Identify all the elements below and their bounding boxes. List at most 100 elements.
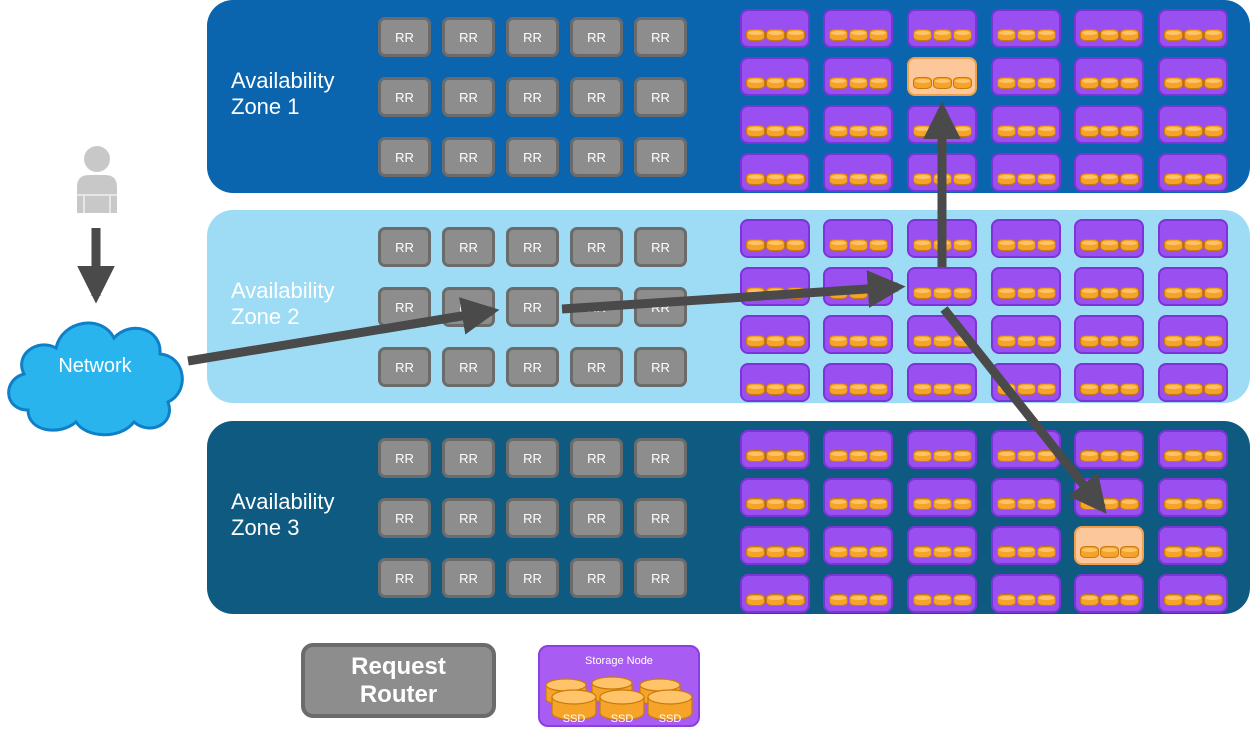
ssd-icon [932,125,952,137]
storage-node [907,105,977,144]
ssd-icon [745,594,765,606]
ssd-icon [1163,77,1183,89]
ssd-icon [828,335,848,347]
request-router-node: RR [506,347,559,387]
request-router-node: RR [634,77,687,117]
ssd-icon [765,546,785,558]
ssd-label: SSD [659,713,682,725]
ssd-icon [745,383,765,395]
ssd-icon [868,335,888,347]
storage-node [991,363,1061,402]
ssd-icon [868,173,888,185]
request-router-node: RR [442,287,495,327]
storage-node [991,478,1061,517]
request-router-node: RR [442,347,495,387]
ssd-icon [785,287,805,299]
legend-request-router: Request Router [301,643,496,718]
storage-node [823,153,893,192]
storage-node [1158,57,1228,96]
ssd-icon [1016,173,1036,185]
storage-node [1158,526,1228,565]
ssd-icon [745,546,765,558]
ssd-icon [765,125,785,137]
storage-node [907,430,977,469]
storage-node [1158,315,1228,354]
ssd-icon [1183,287,1203,299]
ssd-icon [996,29,1016,41]
storage-node [823,105,893,144]
request-router-node: RR [634,438,687,478]
ssd-icon [1183,594,1203,606]
ssd-icon [952,450,972,462]
ssd-icon [1099,498,1119,510]
ssd-icon [848,125,868,137]
storage-node [907,315,977,354]
storage-node [740,574,810,613]
ssd-icon [828,125,848,137]
ssd-icon [848,498,868,510]
ssd-icon [932,383,952,395]
request-router-node: RR [506,227,559,267]
ssd-icon [1079,335,1099,347]
ssd-icon [828,383,848,395]
ssd-icon [952,383,972,395]
ssd-icon [828,239,848,251]
request-router-node: RR [570,137,623,177]
ssd-icon [1016,287,1036,299]
storage-node [991,9,1061,48]
storage-node [740,153,810,192]
ssd-icon [996,173,1016,185]
storage-node [1074,430,1144,469]
storage-node [1074,105,1144,144]
ssd-icon [1079,125,1099,137]
ssd-icon [868,239,888,251]
storage-node [740,9,810,48]
ssd-icon [952,239,972,251]
ssd-icon [765,498,785,510]
ssd-icon [1203,173,1223,185]
ssd-icon [868,125,888,137]
ssd-icon [1016,450,1036,462]
storage-node [991,430,1061,469]
request-router-node: RR [634,17,687,57]
ssd-icon [1183,125,1203,137]
ssd-icon [1036,125,1056,137]
ssd-icon [1099,594,1119,606]
ssd-icon [765,173,785,185]
storage-node [823,430,893,469]
request-router-node: RR [378,438,431,478]
request-router-node: RR [378,558,431,598]
ssd-icon [1163,239,1183,251]
request-router-node: RR [442,227,495,267]
ssd-icon [1016,125,1036,137]
request-router-node: RR [570,498,623,538]
storage-node [823,478,893,517]
ssd-icon [828,29,848,41]
ssd-icon [1079,594,1099,606]
ssd-icon [1099,383,1119,395]
ssd-icon [952,594,972,606]
ssd-icon [996,383,1016,395]
zone-label: Availability Zone 1 [231,68,335,119]
ssd-icon [848,383,868,395]
ssd-icon [785,239,805,251]
ssd-icon [1036,546,1056,558]
ssd-icon [1163,335,1183,347]
ssd-icon [952,335,972,347]
storage-node [1074,9,1144,48]
storage-node [907,526,977,565]
ssd-icon [1036,77,1056,89]
ssd-icon [785,594,805,606]
ssd-icon [996,335,1016,347]
ssd-icon [952,287,972,299]
request-router-node: RR [570,17,623,57]
ssd-icon [1016,498,1036,510]
ssd-icon [785,335,805,347]
ssd-icon [1119,594,1139,606]
storage-node [823,9,893,48]
request-router-node: RR [506,287,559,327]
storage-node [1158,153,1228,192]
ssd-icon [932,29,952,41]
ssd-icon [785,383,805,395]
storage-node [1074,267,1144,306]
